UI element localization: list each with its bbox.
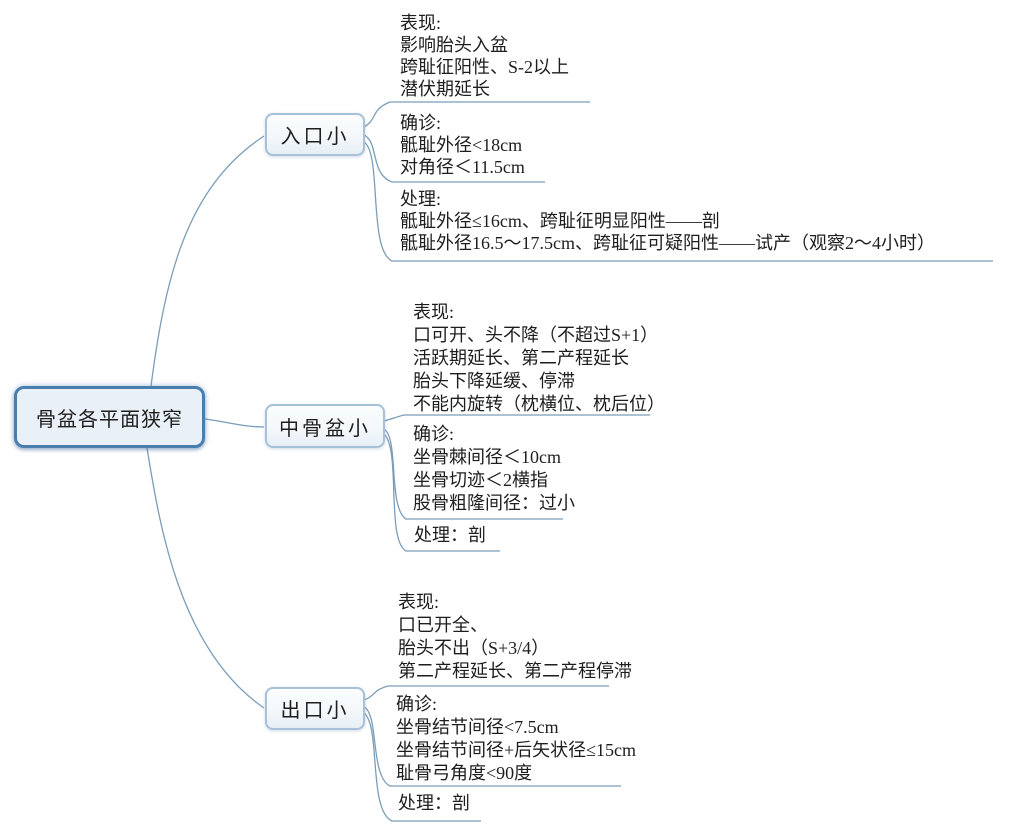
leaf-line: 骶耻外径<18cm [400, 135, 523, 155]
root-node-label: 骨盆各平面狭窄 [36, 408, 183, 431]
connector-root-to-midpelvis [204, 418, 265, 428]
leaf-block-inlet-manifestation[interactable]: 表现: 影响胎头入盆 跨耻征阳性、S-2以上 潜伏期延长 [400, 12, 569, 100]
leaf-line: 骶耻外径≤16cm、跨耻征明显阳性——剖 [400, 211, 720, 231]
branch-node-outlet[interactable]: 出口小 [265, 687, 365, 730]
leaf-line: 处理: [400, 189, 442, 209]
leaf-block-outlet-manifestation[interactable]: 表现: 口已开全、 胎头不出（S+3/4） 第二产程延长、第二产程停滞 [398, 591, 632, 683]
leaf-block-midpelvis-manifestation[interactable]: 表现: 口可开、头不降（不超过S+1） 活跃期延长、第二产程延长 胎头下降延缓、… [413, 301, 665, 416]
leaf-line: 不能内旋转（枕横位、枕后位） [413, 394, 665, 414]
leaf-line: 胎头不出（S+3/4） [398, 638, 550, 658]
leaf-block-inlet-diagnosis[interactable]: 确诊: 骶耻外径<18cm 对角径＜11.5cm [400, 112, 525, 178]
leaf-line: 处理：剖 [398, 793, 470, 813]
leaf-line: 表现: [400, 13, 442, 33]
leaf-line: 坐骨结节间径<7.5cm [396, 717, 559, 737]
leaf-line: 耻骨弓角度<90度 [396, 763, 533, 783]
leaf-line: 确诊: [396, 694, 438, 714]
branch-node-midpelvis-label: 中骨盆小 [279, 417, 371, 440]
leaf-block-outlet-diagnosis[interactable]: 确诊: 坐骨结节间径<7.5cm 坐骨结节间径+后矢状径≤15cm 耻骨弓角度<… [396, 693, 636, 785]
leaf-line: 活跃期延长、第二产程延长 [413, 348, 629, 368]
leaf-line: 处理：剖 [414, 525, 486, 545]
leaf-line: 确诊: [400, 113, 442, 133]
branch-node-inlet-label: 入口小 [280, 126, 350, 148]
leaf-line: 表现: [413, 302, 455, 322]
leaf-line: 跨耻征阳性、S-2以上 [400, 57, 570, 77]
leaf-block-midpelvis-treatment[interactable]: 处理：剖 [414, 524, 486, 547]
root-node[interactable]: 骨盆各平面狭窄 [14, 386, 205, 448]
leaf-line: 潜伏期延长 [400, 79, 490, 99]
leaf-line: 影响胎头入盆 [400, 35, 508, 55]
leaf-line: 坐骨结节间径+后矢状径≤15cm [396, 740, 637, 760]
branch-node-outlet-label: 出口小 [280, 700, 350, 722]
leaf-line: 胎头下降延缓、停滞 [413, 371, 575, 391]
leaf-line: 口已开全、 [398, 615, 488, 635]
connector-root-to-outlet [146, 447, 265, 709]
branch-node-inlet[interactable]: 入口小 [265, 113, 365, 156]
leaf-line: 表现: [398, 592, 440, 612]
leaf-block-outlet-treatment[interactable]: 处理：剖 [398, 792, 470, 815]
leaf-line: 股骨粗隆间径：过小 [413, 493, 575, 513]
leaf-line: 确诊: [413, 424, 455, 444]
leaf-block-midpelvis-diagnosis[interactable]: 确诊: 坐骨棘间径＜10cm 坐骨切迹＜2横指 股骨粗隆间径：过小 [413, 423, 575, 515]
leaf-block-inlet-treatment[interactable]: 处理: 骶耻外径≤16cm、跨耻征明显阳性——剖 骶耻外径16.5～17.5cm… [400, 188, 935, 254]
branch-node-midpelvis[interactable]: 中骨盆小 [265, 404, 385, 448]
connector-root-to-inlet [150, 135, 265, 387]
leaf-line: 第二产程延长、第二产程停滞 [398, 661, 632, 681]
leaf-line: 坐骨切迹＜2横指 [413, 470, 548, 490]
leaf-line: 骶耻外径16.5～17.5cm、跨耻征可疑阳性——试产（观察2～4小时） [400, 233, 935, 253]
leaf-line: 对角径＜11.5cm [400, 157, 525, 177]
leaf-line: 口可开、头不降（不超过S+1） [413, 325, 659, 345]
leaf-line: 坐骨棘间径＜10cm [413, 447, 561, 467]
